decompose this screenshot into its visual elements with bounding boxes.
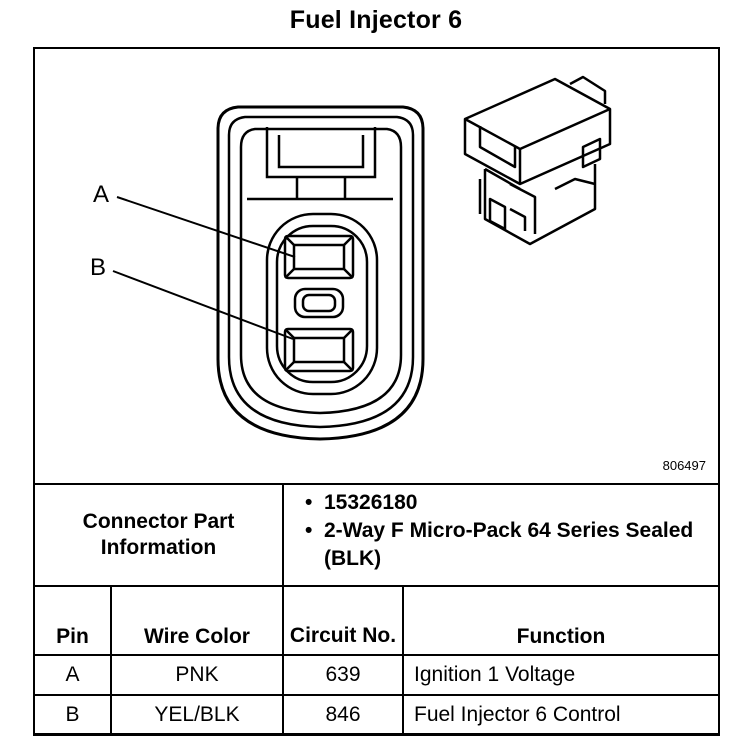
header-wire-color: Wire Color <box>110 585 284 656</box>
table-header-row: Pin Wire Color Circuit No. Function <box>33 585 720 656</box>
page-title: Fuel Injector 6 <box>289 6 463 34</box>
connector-part-label: Connector Part Information <box>33 483 284 587</box>
header-function: Function <box>402 585 720 656</box>
wire-color-cell: YEL/BLK <box>110 694 284 736</box>
pin-cell: A <box>33 654 112 696</box>
table-row: B YEL/BLK 846 Fuel Injector 6 Control <box>33 694 720 736</box>
circuit-cell: 846 <box>282 694 404 736</box>
circuit-cell: 639 <box>282 654 404 696</box>
header-circuit: Circuit No. <box>282 585 404 656</box>
function-cell: Ignition 1 Voltage <box>402 654 720 696</box>
connector-part-details: 15326180 2-Way F Micro-Pack 64 Series Se… <box>282 483 720 587</box>
connector-part-row: Connector Part Information 15326180 2-Wa… <box>33 483 720 587</box>
pin-cell: B <box>33 694 112 736</box>
connector-diagram: A B 806497 <box>35 49 718 485</box>
connector-face-icon <box>112 105 425 441</box>
figure-id: 806497 <box>662 458 706 473</box>
connector-isometric-icon <box>463 75 612 246</box>
connector-info-table: Connector Part Information 15326180 2-Wa… <box>33 483 720 736</box>
header-pin: Pin <box>33 585 112 656</box>
table-row: A PNK 639 Ignition 1 Voltage <box>33 654 720 696</box>
callout-label-b: B <box>90 254 107 281</box>
function-cell: Fuel Injector 6 Control <box>402 694 720 736</box>
wire-color-cell: PNK <box>110 654 284 696</box>
connector-description: 2-Way F Micro-Pack 64 Series Sealed (BLK… <box>305 517 718 573</box>
callout-label-a: A <box>93 181 110 208</box>
part-number: 15326180 <box>305 489 718 517</box>
connector-frame: A B 806497 Connector Part Information 15… <box>33 47 720 736</box>
